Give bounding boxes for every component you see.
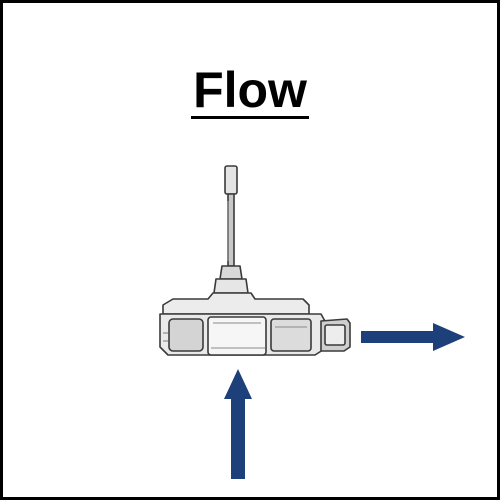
valve-stem (227, 193, 235, 267)
arrow-right-icon (361, 323, 465, 351)
diagram-title: Flow (3, 65, 497, 119)
valve-chamber-left (168, 318, 204, 352)
valve-chamber-right (270, 318, 312, 352)
valve-stem-cap (224, 165, 238, 195)
arrow-up-icon (224, 369, 252, 479)
valve-bonnet (219, 265, 243, 280)
valve-chamber-center (207, 316, 267, 356)
valve-body-top (162, 292, 310, 315)
title-text: Flow (191, 62, 309, 119)
outlet-arrow-head (433, 323, 465, 351)
inlet-arrow-head (224, 369, 252, 399)
valve-illustration (159, 165, 351, 356)
inlet-arrow-shaft (231, 397, 245, 479)
flow-diagram (159, 165, 465, 479)
outlet-arrow-shaft (361, 331, 435, 343)
